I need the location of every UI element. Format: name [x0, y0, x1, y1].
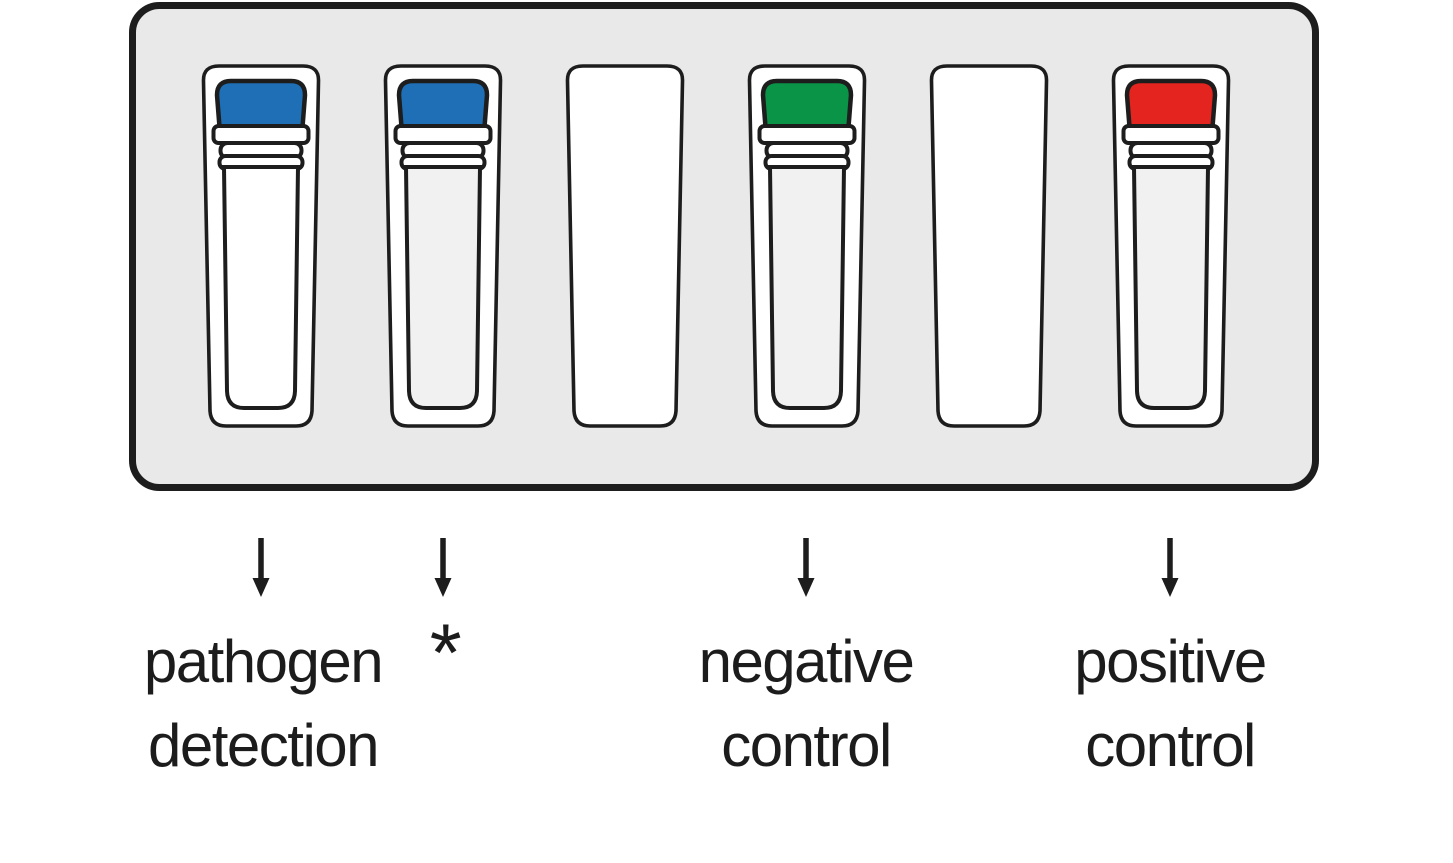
tube-neck	[211, 124, 311, 171]
tube-neck	[1121, 124, 1221, 171]
slot-well-empty	[565, 64, 685, 428]
slot-5	[929, 64, 1049, 428]
slot-well-empty	[929, 64, 1049, 428]
tube-body	[1132, 165, 1210, 410]
slot-2	[383, 64, 503, 428]
tube-cap-blue	[399, 81, 487, 127]
down-arrow-icon	[253, 538, 270, 597]
tube-body	[222, 165, 300, 410]
tube-body	[768, 165, 846, 410]
slot-3	[565, 64, 685, 428]
slot-6	[1111, 64, 1231, 428]
slot-4	[747, 64, 867, 428]
tube-neck	[757, 124, 857, 171]
slot-1	[201, 64, 321, 428]
tube-body	[404, 165, 482, 410]
tube-cap-blue	[217, 81, 305, 127]
down-arrow-icon	[1162, 538, 1179, 597]
tube-neck	[393, 124, 493, 171]
down-arrow-icon	[798, 538, 815, 597]
tube-cap-red	[1127, 81, 1215, 127]
tube-cap-green	[763, 81, 851, 127]
down-arrow-icon	[435, 538, 452, 597]
